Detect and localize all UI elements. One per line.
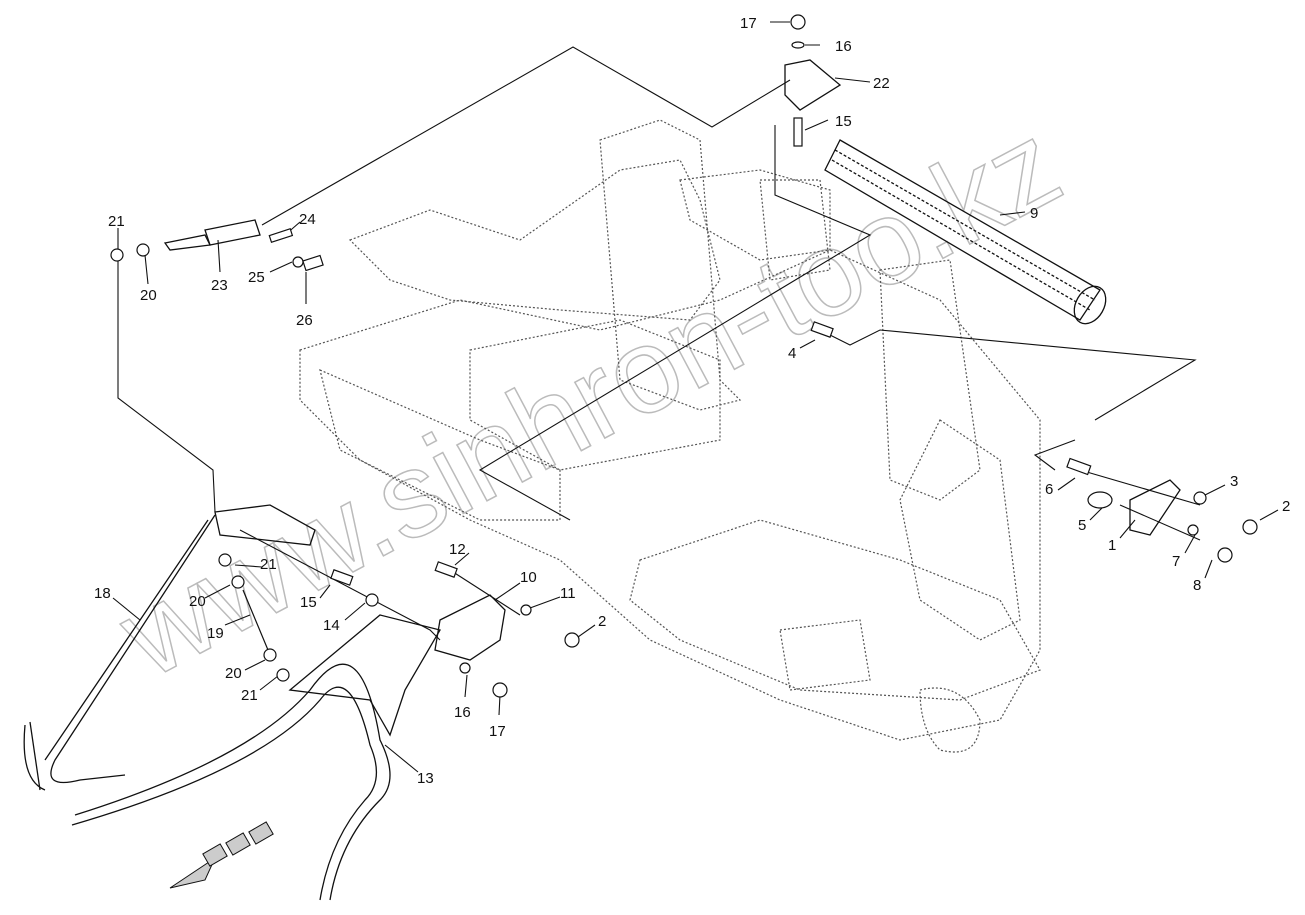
callout-16: 16: [835, 38, 852, 55]
callout-26: 26: [296, 312, 313, 329]
callout-8: 8: [1193, 577, 1201, 594]
callout-18: 18: [94, 585, 111, 602]
part-18-tube: [23, 504, 316, 791]
callout-16b: 16: [454, 704, 471, 721]
callout-13: 13: [417, 770, 434, 787]
part-9-tube: [824, 139, 1107, 325]
callout-17b: 17: [489, 723, 506, 740]
callout-14: 14: [323, 617, 340, 634]
callout-19: 19: [207, 625, 224, 642]
callout-15: 15: [835, 113, 852, 130]
callout-15b: 15: [300, 594, 317, 611]
callout-2b: 2: [598, 613, 606, 630]
callout-25: 25: [248, 269, 265, 286]
callout-20c: 20: [225, 665, 242, 682]
part-23-cylinder: [163, 219, 261, 251]
callout-22: 22: [873, 75, 890, 92]
callout-17: 17: [740, 15, 757, 32]
callout-5: 5: [1078, 517, 1086, 534]
callout-23: 23: [211, 277, 228, 294]
callout-21c: 21: [241, 687, 258, 704]
callout-24: 24: [299, 211, 316, 228]
callout-7: 7: [1172, 553, 1180, 570]
callout-21b: 21: [260, 556, 277, 573]
callout-9: 9: [1030, 205, 1038, 222]
callout-11: 11: [560, 585, 576, 602]
callout-6: 6: [1045, 481, 1053, 498]
callout-2: 2: [1282, 498, 1290, 515]
part-22-bracket: [784, 59, 842, 111]
watermark: www.sinhron-too.kz: [98, 96, 1080, 703]
part-10-plate: [434, 594, 506, 661]
part-1-plate: [1129, 479, 1181, 536]
callout-4: 4: [788, 345, 796, 362]
callout-3: 3: [1230, 473, 1238, 490]
callout-10: 10: [520, 569, 537, 586]
hardware-parts: [110, 14, 1258, 698]
part-13-arch: [71, 614, 441, 901]
direction-arrow-icon: [169, 821, 274, 889]
assembly-lines: [112, 21, 1279, 773]
callout-12: 12: [449, 541, 466, 558]
callout-20: 20: [140, 287, 157, 304]
callout-labels: 17 16 22 15 9 24 21 23 25 20 26 4 3 2 6 …: [94, 15, 1290, 787]
callout-20b: 20: [189, 593, 206, 610]
callout-21: 21: [108, 213, 125, 230]
callout-1: 1: [1108, 537, 1116, 554]
chassis-frame: [299, 119, 1041, 753]
